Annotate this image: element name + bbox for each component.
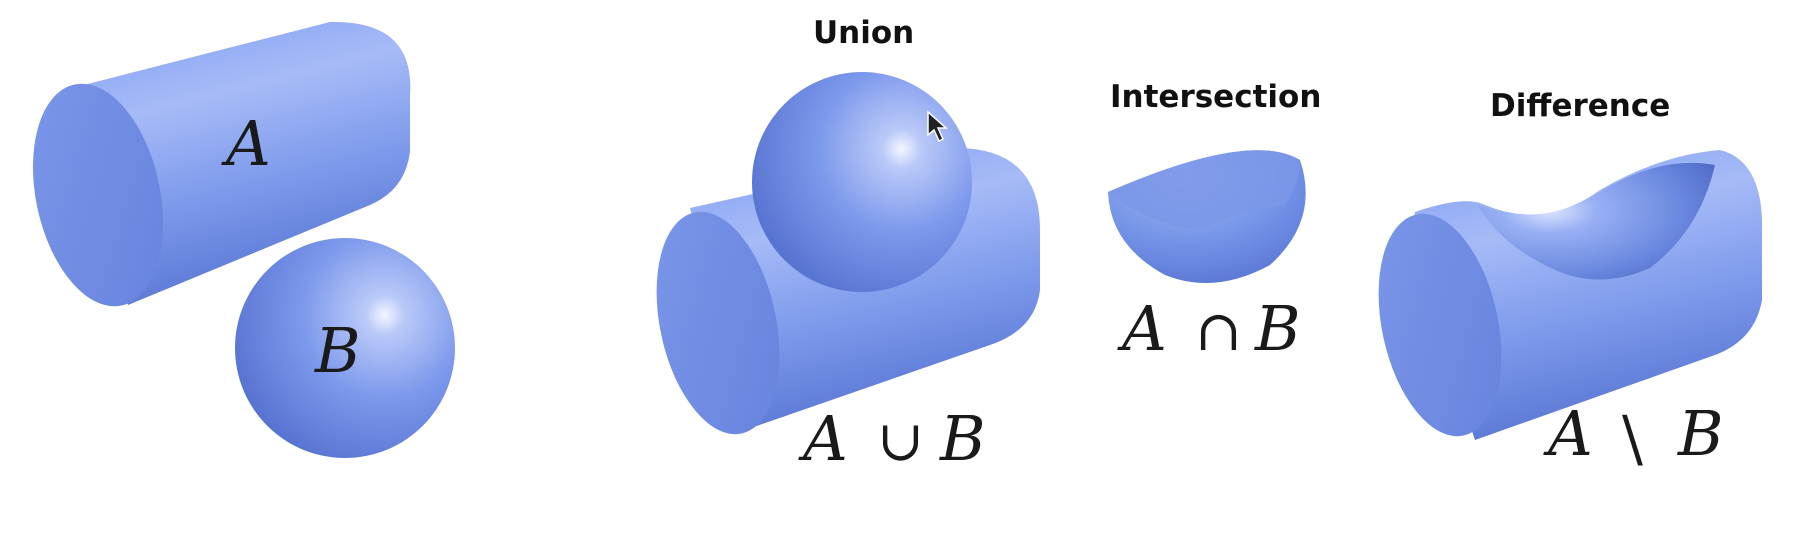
intersection-cut-face [1108,150,1300,230]
cylinder-a-end-face [32,83,164,307]
union-cylinder-end-face [656,211,780,435]
sphere-b: B [235,238,455,458]
difference-panel: Difference A \ B [1378,88,1762,475]
difference-cylinder-end-face [1378,213,1502,437]
intersection-panel: Intersection A ∩ B [1108,79,1321,365]
intersection-expression: A ∩ B [1117,292,1301,365]
union-title: Union [813,15,914,51]
union-expression: A ∪ B [798,402,986,475]
intersection-expr-operator: ∩ [1195,299,1242,364]
union-expr-left: A [798,402,848,475]
difference-expr-operator: \ [1622,402,1643,475]
intersection-expr-right: B [1254,292,1301,365]
sphere-b-ball [235,238,455,458]
sphere-b-label: B [314,314,361,387]
union-expr-right: B [939,402,986,475]
difference-expr-right: B [1677,397,1724,470]
intersection-title: Intersection [1110,79,1321,115]
difference-title: Difference [1490,88,1670,124]
intersection-expr-left: A [1117,292,1167,365]
cylinder-a: A [32,21,411,307]
mouse-cursor-icon [927,110,948,143]
union-sphere [752,72,972,292]
difference-expr-left: A [1543,397,1593,470]
union-panel: Union A ∪ B [656,15,1040,475]
union-expr-operator: ∪ [877,409,924,474]
difference-cavity [1478,162,1715,280]
difference-expression: A \ B [1543,397,1724,475]
cylinder-a-label: A [221,107,271,180]
